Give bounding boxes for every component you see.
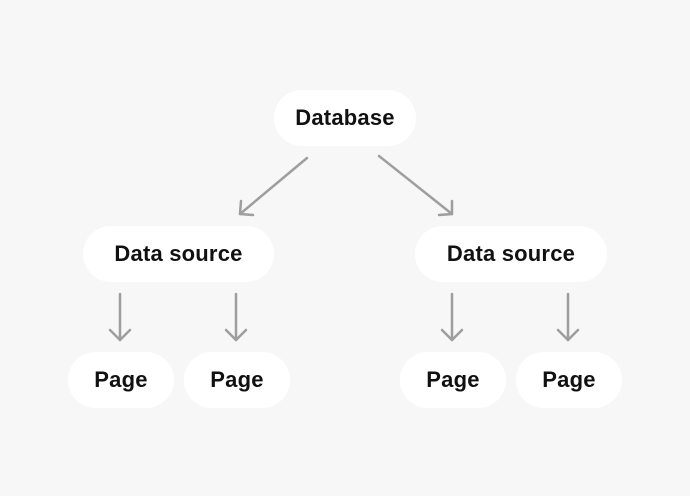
arrow-database-to-left-data-source [238, 156, 309, 217]
data-source-right-label: Data source [446, 241, 576, 266]
data-source-left-label: Data source [114, 241, 243, 266]
page-node-2: Page [184, 352, 290, 408]
arrow-database-to-right-data-source [377, 154, 454, 217]
page-node-1: Page [68, 352, 174, 408]
database-node: Database [274, 90, 416, 146]
page-node-3: Page [400, 352, 506, 408]
arrow-left-data-source-to-page-1 [108, 292, 132, 342]
arrow-right-data-source-to-page-4 [556, 292, 580, 342]
page-node-4: Page [516, 352, 622, 408]
arrow-right-data-source-to-page-3 [440, 292, 464, 342]
page-2-label: Page [210, 367, 264, 392]
page-1-label: Page [94, 367, 148, 392]
page-4-label: Page [542, 367, 596, 392]
data-source-node-right: Data source [415, 226, 607, 282]
database-label: Database [295, 105, 395, 130]
data-source-node-left: Data source [83, 226, 274, 282]
page-3-label: Page [426, 367, 480, 392]
arrow-left-data-source-to-page-2 [224, 292, 248, 342]
